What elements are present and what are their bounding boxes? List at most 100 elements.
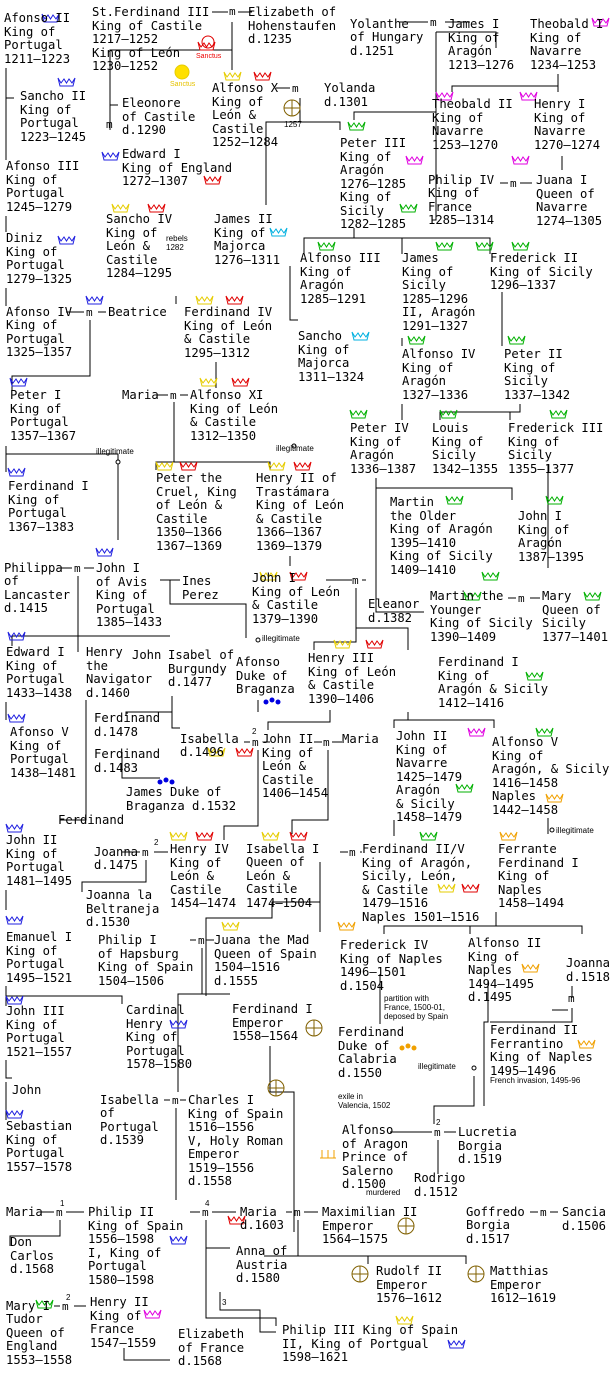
person-alfonso-xi: Alfonso XI King of León & Castile 1312–1… (190, 388, 279, 443)
person-yolanthe: Yolanthe (350, 17, 409, 31)
aragon-crown-icon (317, 241, 336, 251)
portugal-crown-icon (57, 77, 76, 87)
note-illegitimate: illegitimate (556, 826, 594, 835)
marriage-symbol: m (518, 592, 525, 605)
portugal-crown-icon (5, 915, 24, 925)
note-french-invasion: French invasion, 1495-96 (490, 1076, 581, 1085)
person-ferdinand-portugal: Ferdinand (58, 813, 125, 827)
aragon-crown-icon (407, 335, 426, 345)
person-ferdinand-i-aragon: Ferdinand I King of Aragón & Sicily 1412… (438, 655, 549, 710)
person-james-ii-majorca: James II King of Majorca 1276–1311 (214, 212, 281, 267)
leon-crown-icon (225, 295, 244, 305)
leon-crown-icon (195, 831, 214, 841)
person-juana-i: Juana I Queen of Navarre 1274–1305 (536, 173, 603, 228)
person-isabella-i: Isabella I (246, 842, 320, 856)
note-illegitimate: illegitimate (276, 444, 314, 453)
person-philip-iii: Philip III King of Spain II, King of Por… (282, 1323, 459, 1364)
person-henry-iii: Henry III King of León & Castile 1390–14… (308, 651, 397, 706)
person-alfonso-v-aragon: Alfonso V King of Aragón, & Sicily 1416–… (492, 735, 610, 817)
person-goffredo: Goffredo (466, 1205, 525, 1219)
note-sanctus-sun: Sanctus (170, 81, 196, 88)
person-isabella-portugal: Isabella (100, 1093, 159, 1107)
person-afonso-iv-detail: King of Portugal 1325–1357 (6, 318, 73, 359)
marriage-symbol: m (198, 934, 205, 947)
person-theobald-ii: Theobald II King of Navarre 1253–1270 (432, 97, 513, 152)
person-frederick-iv: Frederick IV King of Naples 1496–1501 d.… (340, 938, 443, 993)
aragon-crown-icon (349, 409, 368, 419)
aragon-crown-icon (511, 241, 530, 251)
navarre-crown-icon (405, 155, 424, 165)
person-diniz: Diniz King of Portugal 1279–1325 (6, 231, 73, 286)
person-philip-iv-detail: King of France 1285–1314 (428, 186, 495, 227)
leon-crown-icon (293, 461, 312, 471)
person-henry-iv: Henry IV King of León & Castile 1454–147… (170, 842, 237, 910)
portugal-crown-icon (85, 295, 104, 305)
marriage-number: 2 (154, 838, 159, 847)
aragon-crown-icon (439, 409, 458, 419)
leon-crown-icon (147, 203, 166, 213)
person-mary-i-tudor: Mary I (6, 1299, 51, 1313)
person-ferdinand-i-emperor: Ferdinand I Emperor 1558–1564 (232, 1002, 313, 1043)
person-goffredo-detail: Borgia d.1517 (466, 1218, 511, 1246)
person-martin-the-younger: Martin the Younger King of Sicily 1390–1… (430, 589, 533, 644)
marriage-symbol: m (142, 846, 149, 859)
aragon-crown-icon (507, 335, 526, 345)
navarre-crown-icon (511, 155, 530, 165)
person-james-ii-aragon: James King of Sicily 1285–1296 II, Aragó… (402, 251, 476, 333)
person-maria-1603: Maria (240, 1205, 277, 1219)
portugal-crown-icon (5, 995, 24, 1005)
portugal-crown-icon (95, 547, 114, 557)
marriage-symbol: m (292, 82, 299, 95)
person-theobald-i: Theobald I King of Navarre 1234–1253 (530, 17, 604, 72)
person-henry-navigator: Henry the Navigator d.1460 (86, 645, 153, 700)
person-james-duke-braganza: James Duke of Braganza d.1532 (126, 785, 237, 813)
castile-crown-icon (155, 461, 174, 471)
person-elizabeth-hohenstaufen: Elizabeth of Hohenstaufen d.1235 (248, 5, 337, 46)
aragon-crown-icon (435, 241, 454, 251)
marriage-symbol: m (568, 992, 575, 1005)
marriage-symbol: m (510, 177, 517, 190)
person-philip-i: Philip I of Hapsburg King of Spain 1504–… (98, 933, 194, 988)
person-cardinal-henry: Cardinal Henry King of Portugal 1578–158… (126, 1003, 193, 1071)
marriage-symbol: m (430, 16, 437, 29)
person-ferdinand-calabria: Ferdinand Duke of Calabria d.1550 (338, 1025, 405, 1080)
marriage-number: 3 (222, 1298, 227, 1307)
salerno-crown-icon (320, 1150, 336, 1159)
person-alfonso-iv-aragon: Alfonso IV King of Aragón 1327–1336 (402, 347, 476, 402)
person-philippa-detail: of Lancaster d.1415 (4, 574, 71, 615)
marriage-symbol: m (74, 562, 81, 575)
leon-crown-icon (365, 639, 384, 649)
person-mary-sicily: Mary Queen of Sicily 1377–1401 (542, 589, 609, 644)
person-sebastian: Sebastian King of Portugal 1557–1578 (6, 1119, 73, 1174)
person-juana-the-mad: Juana the Mad Queen of Spain 1504–1516 d… (214, 933, 317, 988)
castile-crown-icon (221, 921, 240, 931)
braganza-badge-icon (157, 697, 281, 785)
portugal-crown-icon (5, 823, 24, 833)
person-peter-i: Peter I King of Portugal 1357–1367 (10, 388, 77, 443)
person-maria-portugal: Maria (6, 1205, 43, 1219)
person-ferdinand-1483: Ferdinand d.1483 (94, 747, 161, 775)
person-matthias: Matthias Emperor 1612–1619 (490, 1264, 557, 1305)
person-joanna-1518: Joanna d.1518 (566, 956, 611, 984)
person-yolanthe-detail: of Hungary d.1251 (350, 30, 424, 58)
person-eleanor: Eleanor d.1382 (368, 597, 420, 625)
marriage-symbol: m (349, 846, 356, 859)
marriage-symbol: m (172, 1094, 179, 1107)
aragon-crown-icon (475, 241, 494, 251)
person-rodrigo: Rodrigo d.1512 (414, 1171, 466, 1199)
person-edward-i: Edward I King of England 1272–1307 (122, 147, 233, 188)
person-beatrice: Beatrice (108, 305, 167, 319)
portugal-crown-icon (101, 151, 120, 161)
person-ferdinand-i-portugal: Ferdinand I King of Portugal 1367–1383 (8, 479, 89, 534)
person-alfonso-x: Alfonso X King of León & Castile 1252–12… (212, 81, 279, 149)
person-isabella-i-detail: Queen of León & Castile 1474–1504 (246, 855, 313, 910)
person-yolanda: Yolanda d.1301 (324, 81, 376, 109)
castile-crown-icon (333, 639, 352, 649)
note-sanctus: Sanctus (196, 53, 222, 60)
navarre-crown-icon (467, 727, 486, 737)
leon-crown-icon (253, 71, 272, 81)
illegitimate-marker-icon (115, 443, 555, 1071)
naples-crown-icon (337, 921, 356, 931)
person-isabella-1496: Isabella (180, 732, 239, 746)
